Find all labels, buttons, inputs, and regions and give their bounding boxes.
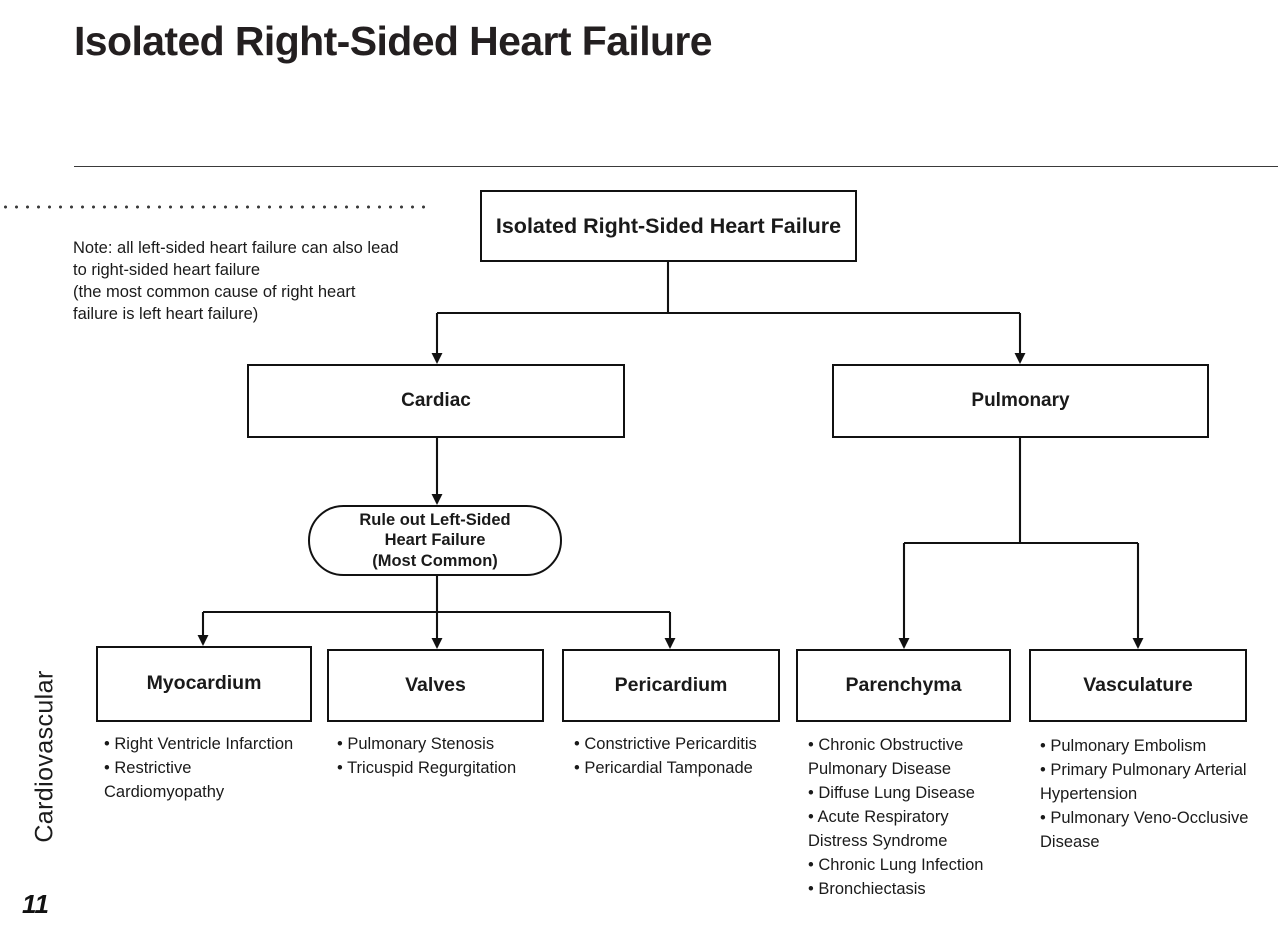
- node-ruleout-line-1: Rule out Left-Sided: [359, 511, 511, 530]
- node-vasculature[interactable]: Vasculature: [1029, 649, 1247, 722]
- node-isolated-right-sided-heart-failure[interactable]: Isolated Right-Sided Heart Failure: [480, 190, 857, 262]
- list-item: • Chronic Obstructive Pulmonary Disease: [808, 736, 964, 778]
- node-pericardium[interactable]: Pericardium: [562, 649, 780, 722]
- node-valves-label: Valves: [405, 673, 466, 696]
- node-parenchyma[interactable]: Parenchyma: [796, 649, 1011, 722]
- node-parenchyma-label: Parenchyma: [845, 673, 962, 696]
- node-ruleout-label: Rule out Left-Sided Heart Failure (Most …: [351, 510, 518, 570]
- header-divider: [74, 166, 1278, 167]
- node-ruleout-line-3: (Most Common): [372, 551, 498, 570]
- list-item: • Chronic Lung Infection: [808, 856, 984, 874]
- bullet-list-valves: • Pulmonary Stenosis • Tricuspid Regurgi…: [337, 732, 552, 780]
- node-pulmonary-label: Pulmonary: [971, 390, 1070, 412]
- note-block: Note: all left-sided heart failure can a…: [73, 237, 443, 325]
- dotted-leader-line: [0, 205, 430, 209]
- list-item: • Pulmonary Stenosis: [337, 735, 495, 753]
- list-item: • Pulmonary Veno-Occlusive Disease: [1040, 809, 1249, 851]
- page-number: 11: [22, 889, 49, 919]
- note-line-1: Note: all left-sided heart failure can a…: [73, 239, 399, 257]
- bullet-list-vasculature: • Pulmonary Embolism • Primary Pulmonary…: [1040, 734, 1252, 854]
- note-line-3: (the most common cause of right heart: [73, 283, 356, 301]
- node-pulmonary[interactable]: Pulmonary: [832, 364, 1209, 438]
- note-line-4: failure is left heart failure): [73, 305, 259, 323]
- list-item: • Primary Pulmonary Arterial Hypertensio…: [1040, 761, 1247, 803]
- node-vasculature-label: Vasculature: [1083, 673, 1193, 696]
- node-myocardium-label: Myocardium: [146, 672, 262, 695]
- bullet-list-myocardium: • Right Ventricle Infarction • Restricti…: [104, 732, 309, 804]
- page-title: Isolated Right-Sided Heart Failure: [74, 18, 713, 64]
- list-item: • Pericardial Tamponade: [574, 759, 753, 777]
- list-item: • Right Ventricle Infarction: [104, 735, 294, 753]
- list-item: • Restrictive Cardiomyopathy: [104, 759, 225, 801]
- node-valves[interactable]: Valves: [327, 649, 544, 722]
- list-item: • Diffuse Lung Disease: [808, 784, 975, 802]
- list-item: • Acute Respiratory Distress Syndrome: [808, 808, 949, 850]
- node-pericardium-label: Pericardium: [614, 673, 728, 696]
- node-cardiac-label: Cardiac: [401, 390, 471, 412]
- bullet-list-parenchyma: • Chronic Obstructive Pulmonary Disease …: [808, 733, 1008, 901]
- list-item: • Bronchiectasis: [808, 880, 926, 898]
- node-cardiac[interactable]: Cardiac: [247, 364, 625, 438]
- list-item: • Tricuspid Regurgitation: [337, 759, 517, 777]
- note-line-2: to right-sided heart failure: [73, 261, 261, 279]
- node-ruleout-line-2: Heart Failure: [384, 531, 486, 550]
- list-item: • Pulmonary Embolism: [1040, 737, 1207, 755]
- bullet-list-pericardium: • Constrictive Pericarditis • Pericardia…: [574, 732, 786, 780]
- node-root-label: Isolated Right-Sided Heart Failure: [495, 213, 842, 238]
- node-rule-out-left-sided-heart-failure[interactable]: Rule out Left-Sided Heart Failure (Most …: [308, 505, 562, 576]
- node-myocardium[interactable]: Myocardium: [96, 646, 312, 722]
- list-item: • Constrictive Pericarditis: [574, 735, 757, 753]
